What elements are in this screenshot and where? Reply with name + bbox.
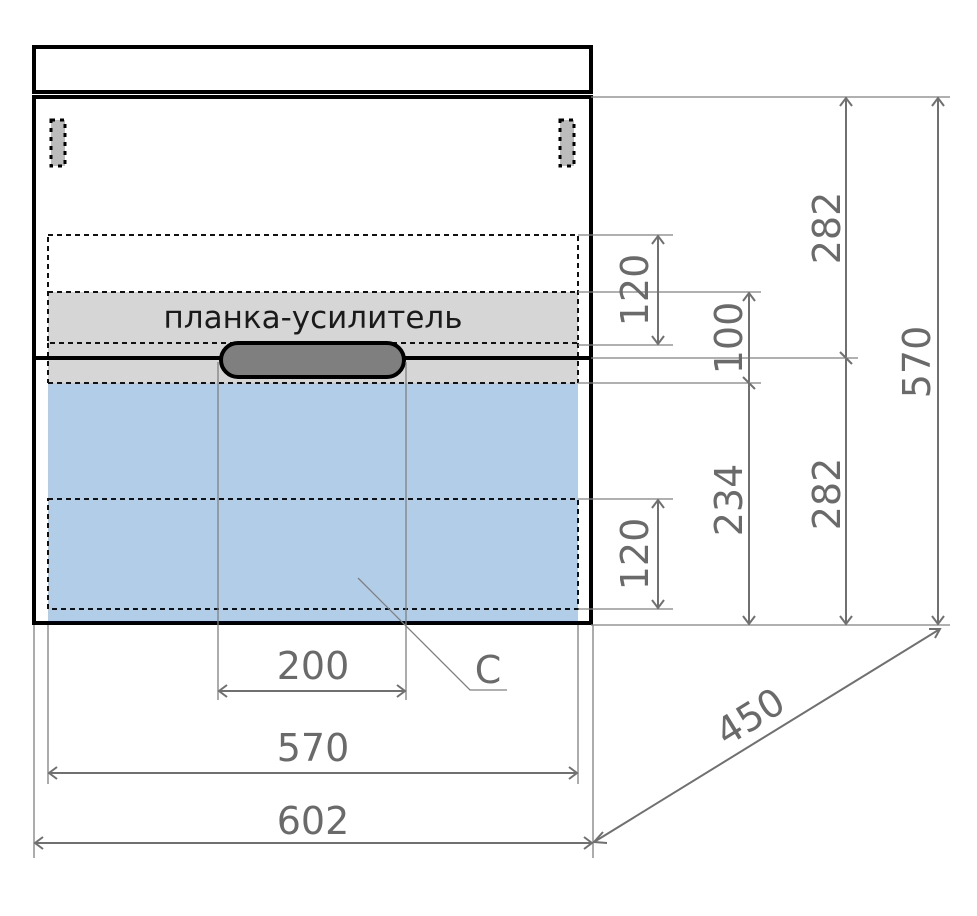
dim-drawer-front-height: 234: [707, 383, 756, 626]
svg-text:120: 120: [613, 518, 657, 591]
dim-overall-width: 602: [33, 799, 594, 850]
svg-text:120: 120: [613, 254, 657, 327]
wall-hanger-left: [49, 118, 67, 168]
dim-reinforcement-height: 100: [707, 291, 756, 390]
dim-inner-width: 570: [47, 726, 579, 780]
dim-handle-width: 200: [217, 644, 407, 698]
handle: [219, 341, 406, 379]
countertop-slab: [32, 45, 593, 94]
dim-depth: 450: [591, 628, 942, 844]
svg-text:570: 570: [895, 326, 939, 399]
dim-bottom-box-height: 120: [613, 498, 665, 610]
lower-hidden-box: [47, 498, 579, 610]
svg-text:282: 282: [805, 458, 849, 531]
dim-total-height: 570: [895, 96, 945, 626]
drawer-front: [48, 383, 578, 621]
dim-top-box-height: 120: [613, 234, 665, 346]
dim-lower-section-height: 282: [805, 359, 853, 626]
svg-text:200: 200: [277, 644, 350, 688]
svg-text:100: 100: [707, 302, 751, 375]
callout-leader: [357, 577, 507, 691]
reinforcement-label: планка-усилитель: [164, 300, 463, 336]
callout-c-label: C: [475, 648, 502, 692]
svg-text:234: 234: [707, 464, 751, 537]
svg-text:282: 282: [805, 192, 849, 265]
wall-hanger-right: [558, 118, 576, 168]
svg-text:450: 450: [708, 679, 793, 754]
dim-upper-section-height: 282: [805, 96, 853, 365]
svg-text:602: 602: [277, 799, 350, 843]
svg-text:570: 570: [277, 726, 350, 770]
